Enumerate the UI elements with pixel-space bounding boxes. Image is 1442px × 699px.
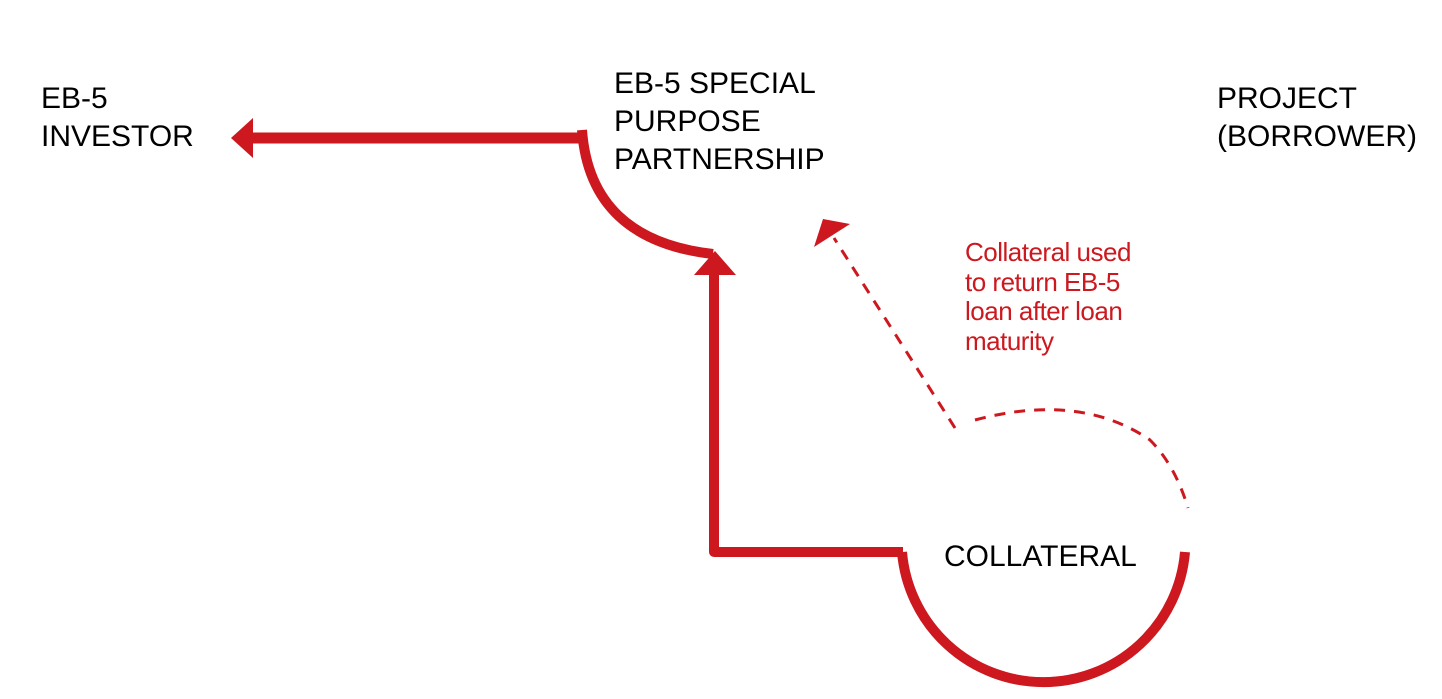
investor-arrowhead-icon: [231, 118, 253, 158]
spp-arrowhead-icon: [694, 251, 736, 275]
collateral-dashed-arc: [974, 408, 1190, 509]
spp-arc: [577, 129, 714, 259]
node-investor-label: EB-5 INVESTOR: [41, 82, 194, 153]
edge-spp-to-investor: [231, 118, 582, 158]
edge-collateral-return-dashed: [814, 219, 957, 429]
node-collateral-label: COLLATERAL: [944, 540, 1137, 573]
collateral-return-annotation: Collateral used to return EB-5 loan afte…: [965, 237, 1131, 356]
collateral-arc: [897, 551, 1190, 688]
node-special-purpose-partnership-label: EB-5 SPECIAL PURPOSE PARTNERSHIP: [614, 67, 825, 176]
dashed-return-arrowhead-icon: [814, 219, 850, 247]
dashed-return-shaft: [832, 237, 957, 429]
collateral-to-spp-shaft: [709, 270, 903, 557]
node-project-label: PROJECT (BORROWER): [1217, 82, 1417, 153]
edge-collateral-to-spp: [694, 251, 903, 557]
